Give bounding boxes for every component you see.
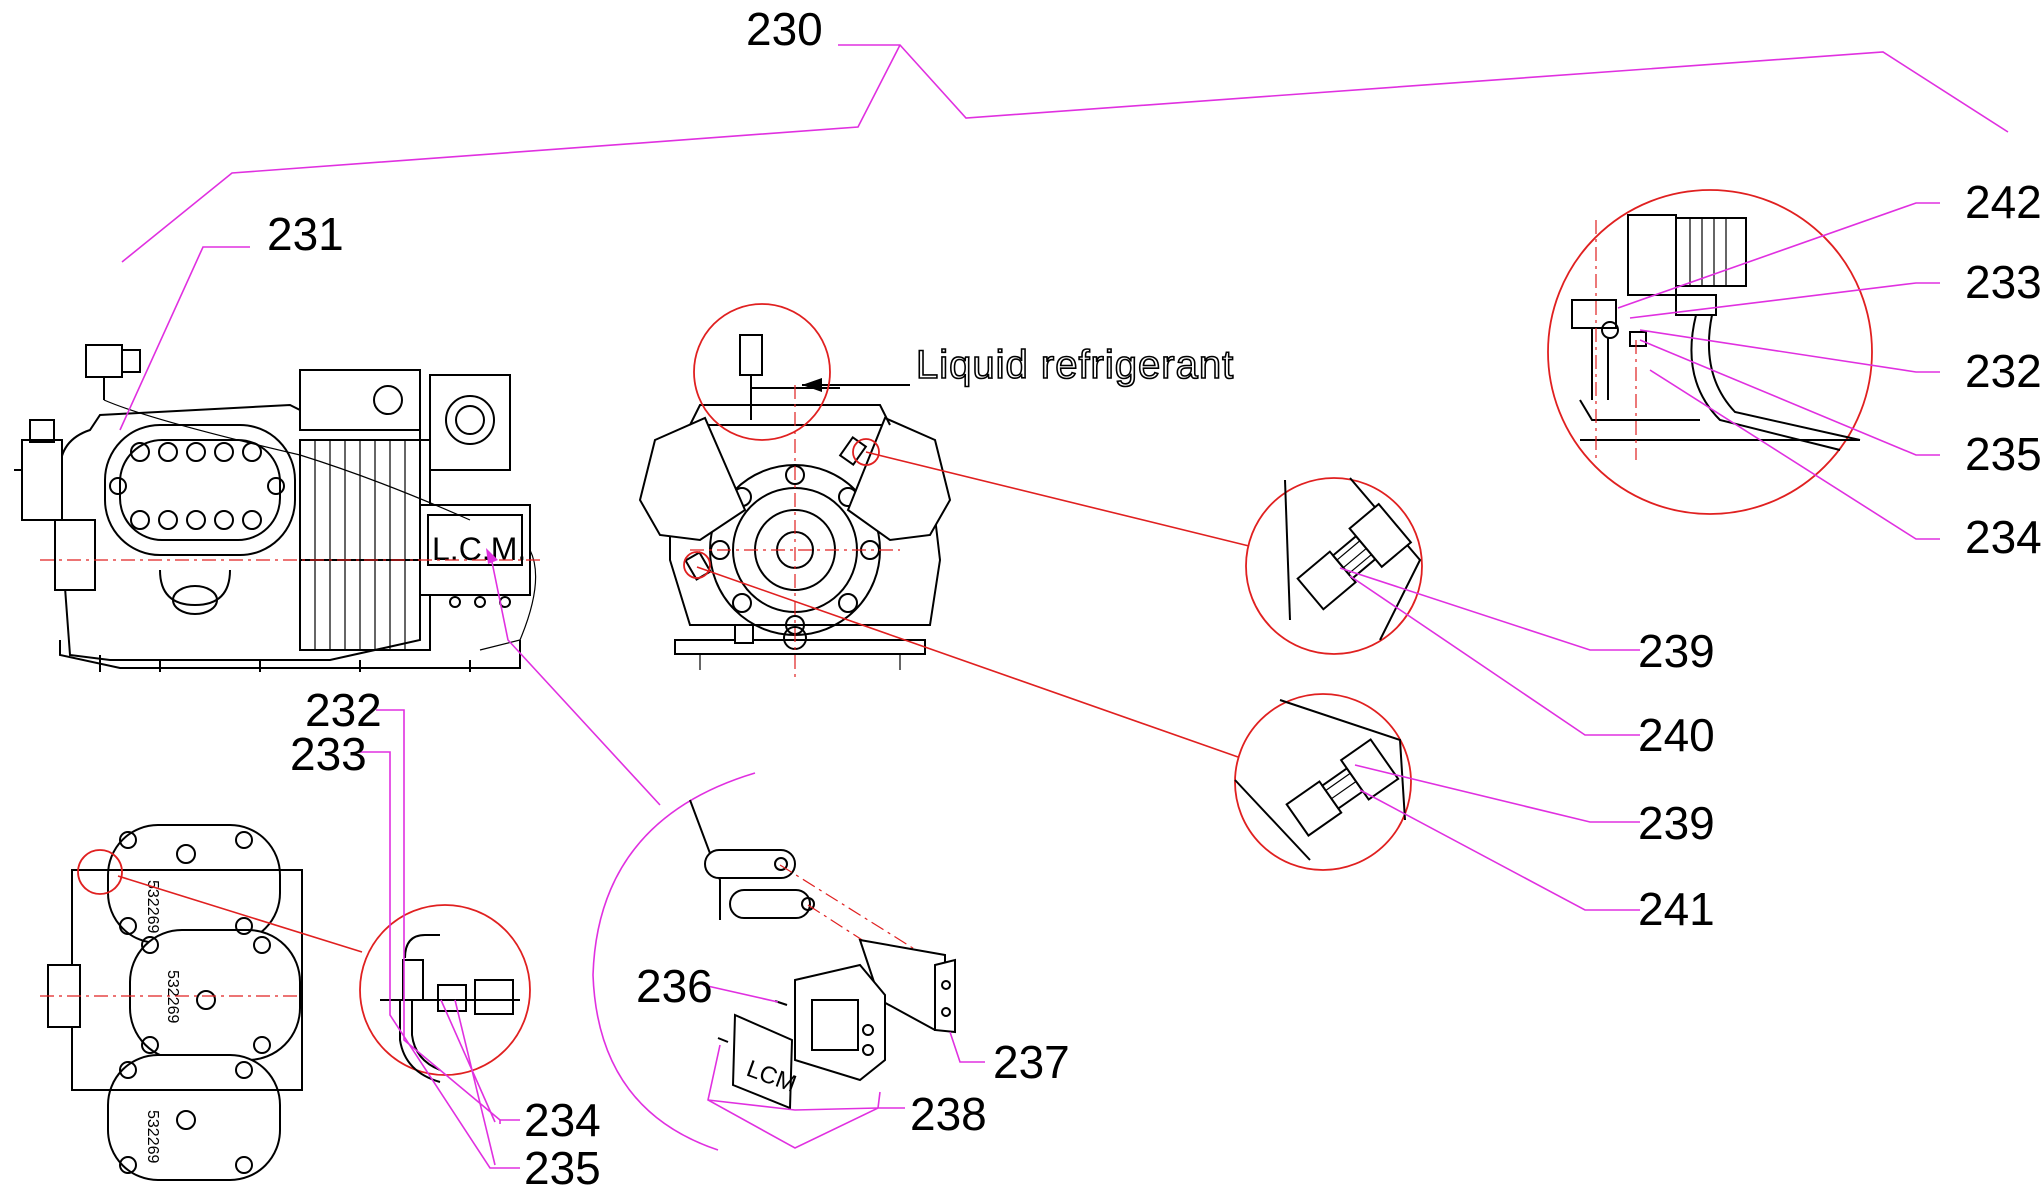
callout-237: 237	[993, 1036, 1070, 1088]
leader-242	[1617, 202, 1940, 309]
callout-242: 242	[1965, 176, 2042, 228]
lcm-label: L.C.M.	[432, 531, 526, 567]
leader-to-detail-232-235	[117, 875, 363, 953]
leader-237	[949, 1031, 985, 1063]
callout-239-b: 239	[1638, 797, 1715, 849]
callout-235-bottom: 235	[524, 1142, 601, 1190]
detail-sensor-upper	[1245, 477, 1423, 655]
sensor-marker-b	[683, 551, 711, 579]
compressor-top-view: 532269 532269 532269	[40, 824, 303, 1181]
serial-2: 532269	[164, 970, 181, 1023]
leader-232-top	[1639, 329, 1940, 373]
callout-241: 241	[1638, 883, 1715, 935]
leader-234-top	[1649, 369, 1940, 540]
callout-233-left: 233	[290, 728, 367, 780]
leader-238-b	[707, 1099, 879, 1111]
callout-236: 236	[636, 960, 713, 1012]
leader-235-tick	[454, 999, 496, 1166]
leader-to-detail-239-241	[696, 566, 1239, 758]
lcm-detail-arc	[592, 772, 756, 1151]
callout-234-top: 234	[1965, 511, 2042, 563]
leader-238-a	[707, 1044, 905, 1149]
leader-238-c	[877, 1091, 881, 1109]
leader-233-top	[1629, 282, 1940, 319]
leader-232-left	[376, 709, 501, 1124]
serial-3: 532269	[144, 1110, 161, 1163]
lcm-exploded-view: LCM	[689, 799, 956, 1110]
callout-233-top: 233	[1965, 256, 2042, 308]
leader-230	[121, 44, 2009, 263]
leader-lcm-detail	[491, 561, 661, 806]
leader-234-tick	[440, 999, 496, 1123]
compressor-front-view	[638, 334, 952, 680]
serial-1: 532269	[144, 880, 161, 933]
detail-sensor-lower	[1234, 693, 1412, 871]
leader-233-left	[360, 751, 500, 1169]
leader-236	[702, 984, 779, 1003]
callout-238: 238	[910, 1088, 987, 1140]
callout-239-a: 239	[1638, 625, 1715, 677]
leader-240	[1349, 575, 1640, 736]
lcm-arrowhead	[486, 548, 498, 564]
leader-to-detail-239-240	[865, 451, 1250, 547]
top-detail-marker	[693, 303, 831, 441]
detail-solenoid-top	[1547, 189, 1873, 515]
detail-valve-lower	[359, 904, 531, 1083]
callout-232-top: 232	[1965, 345, 2042, 397]
callout-240: 240	[1638, 709, 1715, 761]
leader-235-top	[1639, 339, 1940, 456]
callout-235-top: 235	[1965, 428, 2042, 480]
compressor-side-view: L.C.M.	[14, 344, 540, 672]
callout-232-left: 232	[305, 684, 382, 736]
callout-231: 231	[267, 208, 344, 260]
leader-239-b	[1354, 764, 1640, 823]
leader-239-a	[1339, 567, 1640, 651]
liquid-refrigerant-label: Liquid refrigerant	[916, 343, 1234, 387]
callout-labels: 230 231 242 233 232 235 234 239 240 239 …	[267, 3, 2042, 1190]
sensor-marker-a	[852, 438, 880, 466]
leader-241	[1359, 789, 1640, 911]
callout-230: 230	[746, 3, 823, 55]
leader-231	[119, 246, 250, 431]
callout-234-bottom: 234	[524, 1094, 601, 1146]
liquid-refrigerant-note: Liquid refrigerant	[802, 342, 1234, 392]
